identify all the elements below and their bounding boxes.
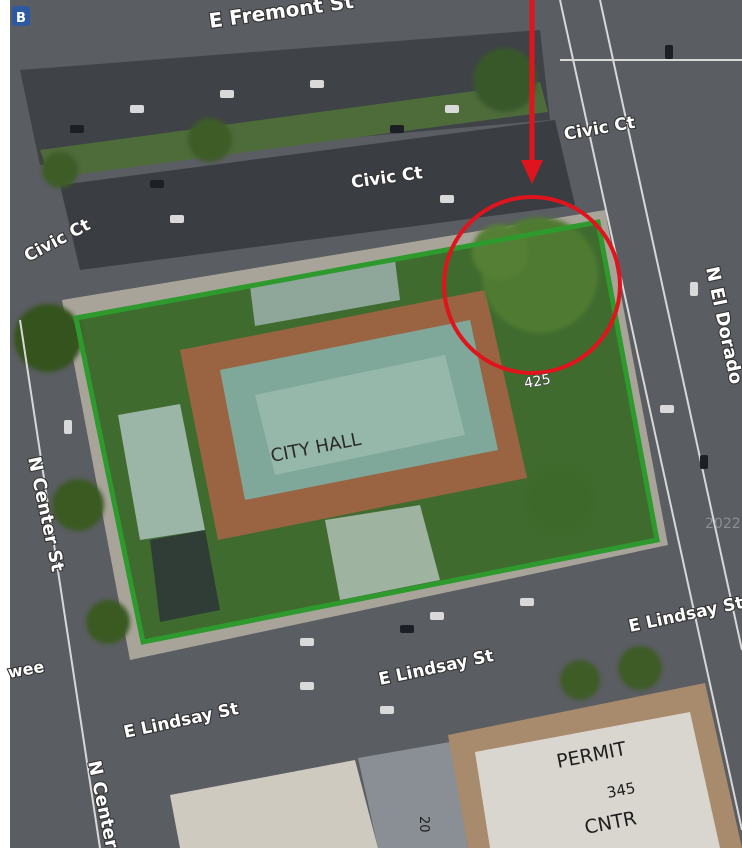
parked-cars-dark [70,45,708,633]
plaza-north [250,260,400,326]
annex-west [118,404,205,540]
white-margin [0,0,10,848]
tree-strip [40,82,548,178]
highlight-circle [442,195,622,375]
label-watermark-2022: 2022 [705,516,741,532]
lot-west [150,530,220,622]
label-address-425: 425 [523,372,552,392]
pointer-arrow-head [521,160,543,184]
label-permit-345: 345 [605,779,637,802]
building-20 [358,742,468,848]
site-boundary [73,219,660,645]
map-badge-label: B [16,11,26,26]
north-parking-lot [20,30,550,165]
label-address-20: 20 [416,816,431,833]
city-hall-roof-inner [255,355,465,475]
parked-cars [64,80,698,714]
plaza-south [325,505,440,600]
building-permit-roof [475,712,720,848]
map-badge [12,6,30,26]
building-south-left [170,760,378,848]
trees [14,48,662,700]
lane-markings [19,0,742,849]
civic-ct-lot [60,120,575,270]
